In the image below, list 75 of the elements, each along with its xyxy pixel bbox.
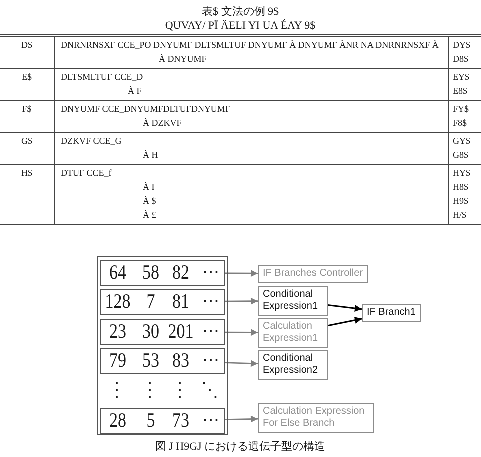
horizontal-ellipsis: ⋯: [202, 408, 220, 434]
label-box: Conditional Expression1: [258, 286, 328, 316]
rule-text: DLTSMLTUF CCE_D: [61, 71, 144, 84]
row-number: H/$: [453, 209, 466, 222]
horizontal-ellipsis: ⋯: [202, 348, 220, 374]
table-title: 表$ 文法の例 9$: [202, 6, 279, 19]
row-label: D$: [22, 39, 32, 52]
arrow: [328, 304, 362, 312]
grid-number: 201: [168, 319, 194, 345]
row-number: EY$: [453, 71, 470, 84]
grid-number: 28: [110, 408, 126, 434]
arrow: [224, 416, 258, 423]
arrow: [224, 360, 258, 368]
horizontal-ellipsis: ⋯: [202, 319, 220, 345]
number-row: [100, 260, 225, 286]
grid-number: 128: [105, 289, 131, 315]
row-number: HY$: [453, 167, 470, 180]
arrow: [328, 316, 362, 327]
diagonal-ellipsis: ⋱: [202, 378, 218, 404]
rule-text: À £: [143, 209, 156, 222]
figure-caption: 図 J H9GJ における遺伝子型の構造: [155, 441, 326, 454]
vertical-ellipsis: ⋮: [142, 378, 158, 404]
row-number: D8$: [453, 53, 468, 66]
rule-text: DNRNRNSXF CCE_PO DNYUMF DLTSMLTUF DNYUMF À DNYUMF ÀNR NA DNRNRNSXF À: [61, 39, 439, 52]
grid-number: 83: [172, 348, 190, 374]
row-number: FY$: [453, 103, 470, 116]
rule-text: À DZKVF: [143, 117, 182, 130]
row-label: H$: [22, 167, 32, 180]
grid-number: 5: [146, 408, 156, 434]
label-box: Calculation Expression1: [258, 318, 328, 348]
rule-text: À F: [128, 85, 142, 98]
grid-number: 82: [172, 260, 190, 286]
row-number: GY$: [453, 135, 470, 148]
rule-text: DNYUMF CCE_DNYUMFDLTUFDNYUMF: [61, 103, 230, 116]
grid-number: 79: [110, 348, 126, 374]
grid-number: 73: [172, 408, 190, 434]
number-grid-frame: [97, 256, 228, 435]
horizontal-ellipsis: ⋯: [202, 289, 220, 315]
row-label: G$: [22, 135, 32, 148]
row-number: E8$: [453, 85, 468, 98]
grid-number: 7: [146, 289, 156, 315]
rule-text: DZKVF CCE_G: [61, 135, 122, 148]
row-number: DY$: [453, 39, 470, 52]
horizontal-ellipsis: ⋯: [202, 260, 220, 286]
number-row: [100, 319, 225, 345]
rule-text: À DNYUMF: [159, 53, 207, 66]
vertical-ellipsis: ⋮: [108, 378, 126, 404]
table-subtitle: QUVAY/ PÏ ÄELI YI UA ÉAY 9$: [165, 20, 316, 33]
rule-text: À $: [143, 195, 156, 208]
arrow: [225, 329, 258, 336]
arrow: [225, 270, 258, 278]
grid-number: 58: [142, 260, 160, 286]
vertical-ellipsis: ⋮: [172, 378, 188, 404]
rule-text: À I: [143, 181, 155, 194]
row-number: H9$: [453, 195, 468, 208]
label-box: Calculation Expression For Else Branch: [258, 403, 374, 433]
row-number: H8$: [453, 181, 468, 194]
number-row: [100, 289, 225, 315]
grid-number: 30: [142, 319, 160, 345]
row-label: F$: [22, 103, 32, 116]
grid-number: 64: [110, 260, 126, 286]
rule-text: À H: [143, 149, 158, 162]
number-row: [100, 408, 225, 434]
label-box: IF Branches Controller: [258, 265, 368, 283]
rule-text: DTUF CCE_f: [61, 167, 112, 180]
label-box: Conditional Expression2: [258, 350, 328, 380]
grid-number: 53: [142, 348, 160, 374]
row-number: G8$: [453, 149, 468, 162]
grid-number: 81: [172, 289, 190, 315]
arrow: [225, 298, 258, 305]
grid-number: 23: [110, 319, 126, 345]
row-label: E$: [22, 71, 32, 84]
label-box: IF Branch1: [362, 304, 421, 322]
row-number: F8$: [453, 117, 468, 130]
number-row: [100, 348, 225, 374]
